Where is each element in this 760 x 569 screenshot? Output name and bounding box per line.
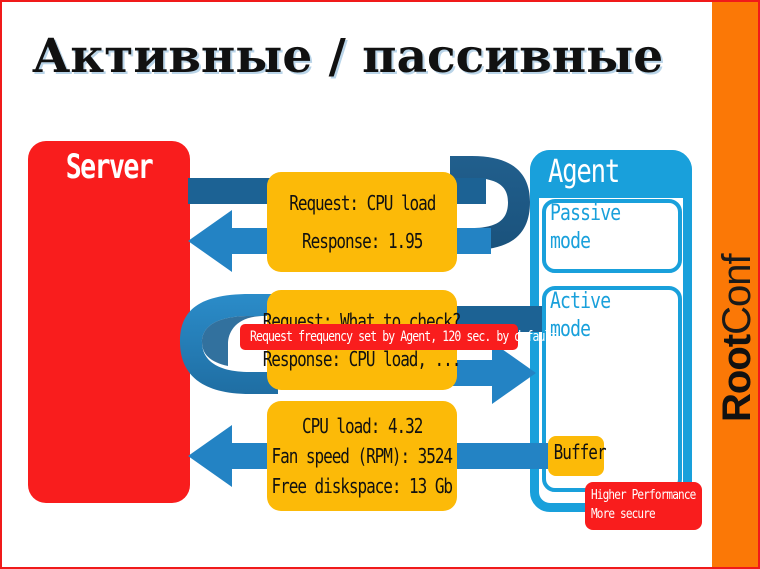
- passive-loop: [450, 156, 530, 250]
- brand-conf-text: Conf: [715, 254, 759, 335]
- active-data-line-3: Free diskspace: 13 Gb: [271, 474, 453, 498]
- slide-title: Активные / пассивные: [32, 29, 664, 84]
- passive-request-bar-left: [188, 178, 278, 204]
- active-data-line-1: CPU load: 4.32: [301, 414, 423, 438]
- rootconf-logo: RootConf: [712, 2, 759, 567]
- request-frequency-banner-text: Request frequency set by Agent, 120 sec.…: [250, 329, 557, 345]
- server-label: Server: [65, 147, 154, 187]
- brand-band: [712, 2, 758, 567]
- buffer-box: Buffer: [548, 436, 607, 476]
- passive-flow-box: Request: CPU load Response: 1.95: [267, 172, 457, 272]
- buffer-label: Buffer: [553, 440, 607, 464]
- passive-flow-line-2: Response: 1.95: [301, 229, 423, 253]
- brand-root-text: Root: [715, 334, 759, 422]
- active-mode-benefits-note: Higher Performance More secure: [585, 482, 702, 530]
- benefit-line-1: Higher Performance: [591, 488, 696, 503]
- passive-mode-label: Passive mode: [550, 201, 621, 255]
- request-frequency-banner: Request frequency set by Agent, 120 sec.…: [240, 324, 557, 350]
- agent-label: Agent: [548, 152, 620, 190]
- active-data-box: CPU load: 4.32 Fan speed (RPM): 3524 Fre…: [267, 401, 457, 511]
- active-flow-line-2: Response: CPU load, ...: [263, 347, 462, 371]
- active-mode-label: Active mode: [550, 289, 611, 343]
- active-data-line-2: Fan speed (RPM): 3524: [271, 444, 453, 468]
- server-box: Server: [28, 141, 190, 503]
- agent-header: [530, 150, 692, 198]
- passive-mode-box: [542, 199, 682, 273]
- benefit-line-2: More secure: [591, 506, 656, 522]
- passive-flow-line-1: Request: CPU load: [288, 191, 436, 215]
